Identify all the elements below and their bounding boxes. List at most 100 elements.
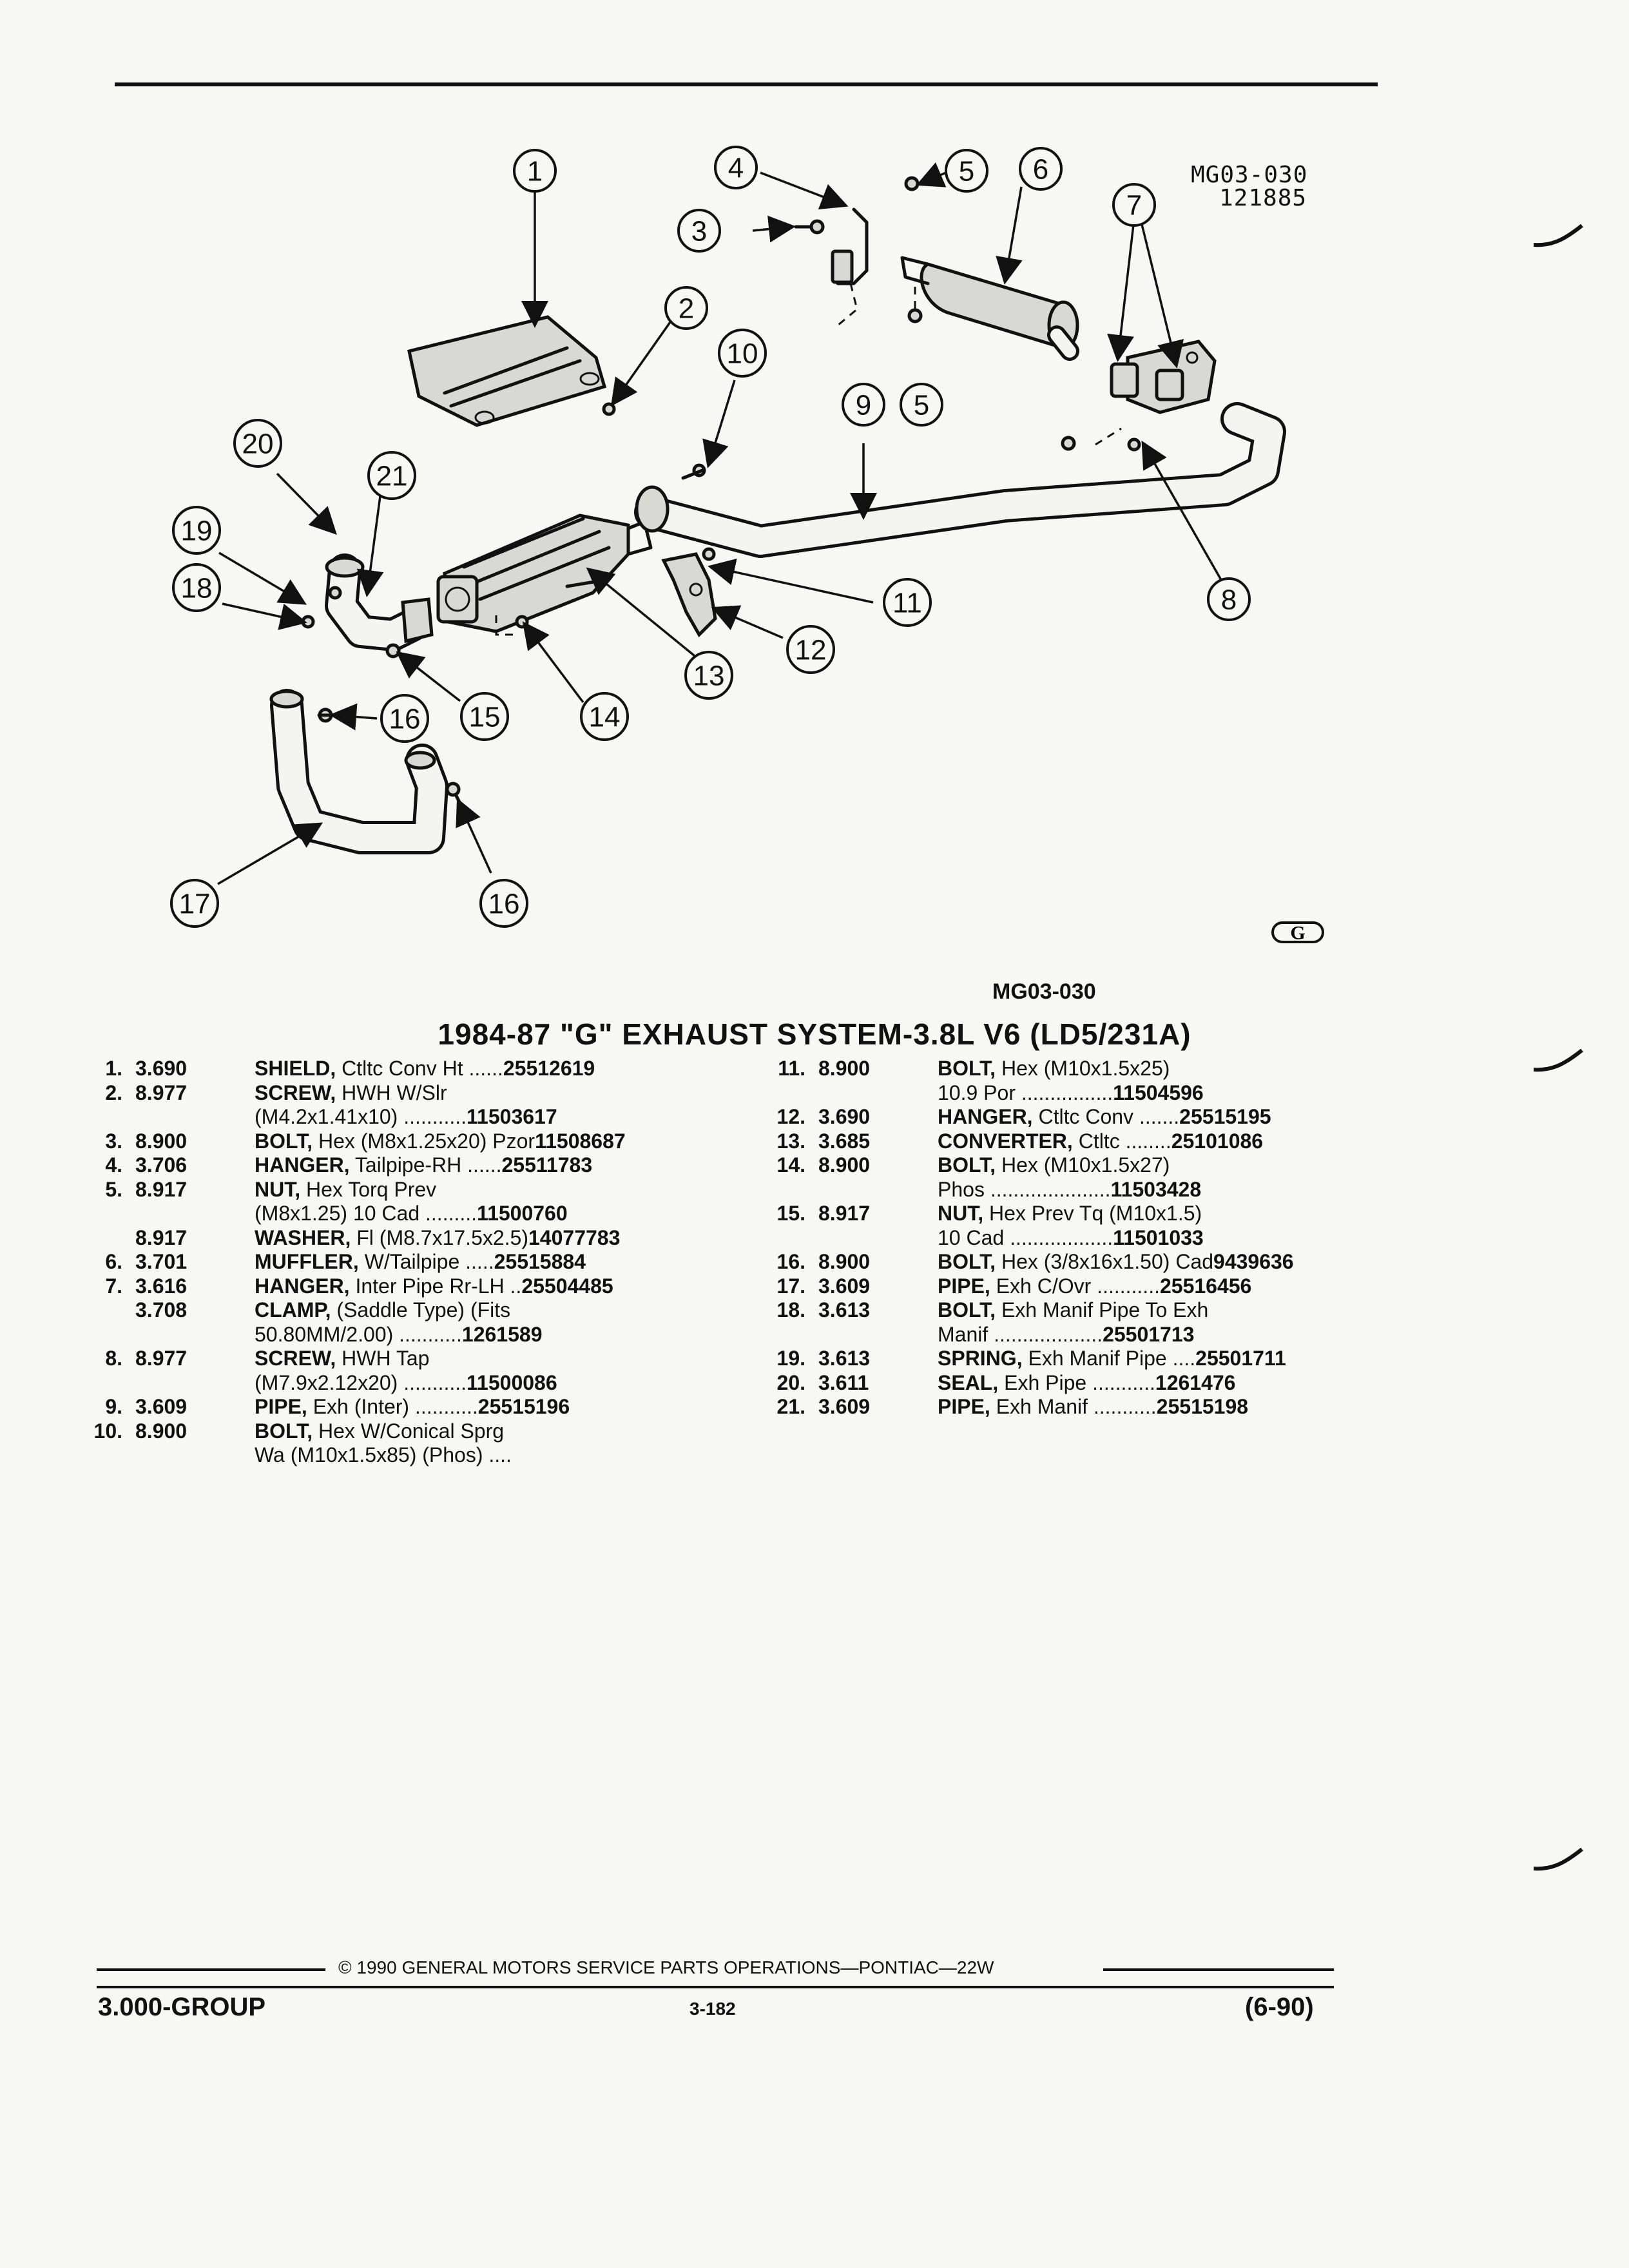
- part-row: 10.9 Por ................11504596: [735, 1081, 1376, 1106]
- group-number: 8.900: [135, 1129, 188, 1153]
- callout-14: 14: [580, 692, 629, 741]
- part-name: BOLT,: [938, 1298, 996, 1321]
- part-description: SCREW, HWH W/Slr: [232, 1081, 693, 1106]
- part-description: BOLT, Hex W/Conical Sprg: [232, 1419, 693, 1444]
- part-description: (M7.9x2.12x20) ...........11500086: [232, 1371, 693, 1396]
- part-number: [52, 1105, 122, 1129]
- part-description: NUT, Hex Torq Prev: [232, 1178, 693, 1202]
- part-number: 19.: [776, 1347, 805, 1370]
- group-number: 3.609: [818, 1395, 871, 1418]
- part-number: [735, 1178, 805, 1202]
- part-number: 10.: [93, 1419, 122, 1443]
- part-detail: Phos .....................: [938, 1177, 1111, 1201]
- copyright-notice: © 1990 GENERAL MOTORS SERVICE PARTS OPER…: [338, 1957, 994, 1977]
- part-catalog-number: 1261589: [461, 1322, 543, 1346]
- part-detail: Tailpipe-RH ......: [354, 1153, 502, 1177]
- part-detail: Hex (M8x1.25x20) Pzor: [318, 1129, 535, 1153]
- part-catalog-number: 25501711: [1195, 1347, 1286, 1370]
- part-description: NUT, Hex Prev Tq (M10x1.5): [915, 1202, 1376, 1226]
- part-detail: HWH W/Slr: [342, 1081, 447, 1104]
- part-number: [52, 1202, 122, 1226]
- part-name: SEAL,: [938, 1370, 999, 1394]
- part-name: WASHER,: [255, 1225, 351, 1249]
- part-name: PIPE,: [255, 1395, 307, 1418]
- svg-text:13: 13: [693, 660, 725, 692]
- part-catalog-number: 11504596: [1113, 1081, 1204, 1104]
- callout-21: 21: [367, 451, 416, 500]
- group-number: 3.611: [818, 1370, 869, 1394]
- svg-text:5: 5: [914, 390, 929, 421]
- callout-5b: 5: [900, 383, 943, 427]
- part-description: HANGER, Ctltc Conv .......25515195: [915, 1105, 1376, 1129]
- svg-text:18: 18: [181, 573, 213, 604]
- part-row: (M4.2x1.41x10) ...........11503617: [52, 1105, 693, 1129]
- part-name: PIPE,: [938, 1274, 990, 1298]
- part-catalog-number: 25512619: [503, 1057, 595, 1080]
- part-name: CONVERTER,: [938, 1129, 1073, 1153]
- part-name: HANGER,: [255, 1153, 350, 1177]
- svg-text:19: 19: [181, 515, 213, 547]
- part-detail: 10 Cad ..................: [938, 1225, 1113, 1249]
- group-number: 3.609: [818, 1274, 871, 1298]
- callout-20: 20: [233, 419, 282, 468]
- part-row: Wa (M10x1.5x85) (Phos) ....: [52, 1443, 693, 1468]
- svg-text:8: 8: [1221, 584, 1237, 616]
- group-number: 3.690: [818, 1105, 871, 1128]
- part-number: 15.: [776, 1202, 805, 1225]
- part-name: SCREW,: [255, 1347, 336, 1370]
- footer-rule-right: [1103, 1968, 1334, 1971]
- part-catalog-number: 25515884: [494, 1250, 586, 1273]
- part-number: 8.: [105, 1347, 122, 1370]
- group-number: 8.900: [818, 1057, 871, 1080]
- part-number: 12.: [776, 1105, 805, 1128]
- footer-rule-full: [97, 1986, 1334, 1988]
- part-row: 12. 3.690 HANGER, Ctltc Conv .......255151…: [735, 1105, 1376, 1129]
- callout-13: 13: [684, 651, 733, 700]
- part-catalog-number: 9439636: [1213, 1250, 1294, 1273]
- part-description: Manif ...................25501713: [915, 1323, 1376, 1347]
- group-number: 8.917: [135, 1225, 188, 1249]
- part-description: (M8x1.25) 10 Cad .........11500760: [232, 1202, 693, 1226]
- part-catalog-number: 25501713: [1103, 1322, 1195, 1346]
- part-detail: Manif ...................: [938, 1322, 1103, 1346]
- group-number: [805, 1323, 915, 1347]
- footer-group: 3.000-GROUP: [98, 1993, 266, 2021]
- part-number: [52, 1323, 122, 1347]
- part-description: (M4.2x1.41x10) ...........11503617: [232, 1105, 693, 1129]
- part-detail: Ctltc ........: [1078, 1129, 1171, 1153]
- intermediate-pipe-hanger: [1110, 340, 1217, 414]
- part-detail: Ctltc Conv Ht ......: [342, 1057, 503, 1080]
- part-description: PIPE, Exh (Inter) ...........25515196: [232, 1395, 693, 1419]
- part-number: [735, 1323, 805, 1347]
- part-number: [52, 1298, 122, 1323]
- part-description: BOLT, Exh Manif Pipe To Exh: [915, 1298, 1376, 1323]
- part-number: 5.: [105, 1177, 122, 1201]
- group-number: 8.900: [818, 1153, 871, 1177]
- callout-11: 11: [883, 578, 932, 627]
- part-detail: Ctltc Conv .......: [1038, 1105, 1180, 1128]
- part-number: [52, 1226, 122, 1251]
- callout-10: 10: [718, 329, 767, 378]
- part-catalog-number: 25515195: [1179, 1105, 1271, 1128]
- exhaust-system-diagram: .ol { fill:none; stroke:#111; stroke-wid…: [170, 146, 1324, 944]
- callout-1: 1: [513, 149, 557, 193]
- footer-rule-left: [97, 1968, 325, 1971]
- leader-lines: [217, 162, 1222, 885]
- part-description: PIPE, Exh Manif ...........25515198: [915, 1395, 1376, 1419]
- svg-text:16: 16: [389, 704, 421, 735]
- exhaust-crossover-pipe: [269, 689, 448, 854]
- part-catalog-number: 25516456: [1159, 1274, 1252, 1298]
- part-number: 3.: [105, 1129, 122, 1153]
